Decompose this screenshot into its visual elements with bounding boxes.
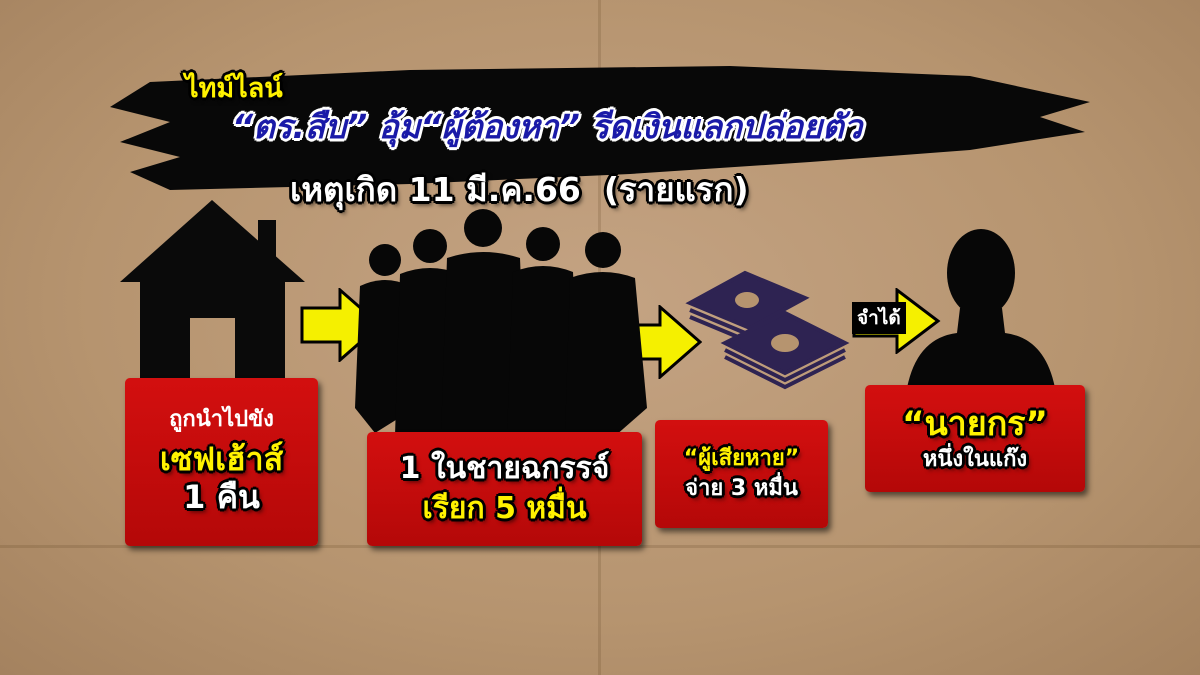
step-highlight: เรียก 5 หมื่น bbox=[422, 491, 587, 526]
step-box-payment: “ผู้เสียหาย” จ่าย 3 หมื่น bbox=[655, 420, 828, 528]
step-highlight: เซฟเฮ้าส์ bbox=[159, 439, 284, 478]
step-text: 1 ในชายฉกรรจ์ bbox=[399, 451, 610, 486]
paper-crease bbox=[0, 545, 1200, 548]
group-silhouette-icon bbox=[355, 209, 647, 436]
event-date: เหตุเกิด 11 มี.ค.66 (รายแรก) bbox=[290, 170, 749, 209]
step-text: จ่าย 3 หมื่น bbox=[685, 476, 798, 501]
person-silhouette-icon bbox=[907, 229, 1055, 388]
recognized-label: จำได้ bbox=[852, 302, 906, 334]
money-stack-icon bbox=[685, 270, 850, 390]
step-text: หนึ่งในแก๊ง bbox=[922, 446, 1028, 472]
timeline-kicker: ไทม์ไลน์ bbox=[185, 73, 283, 104]
step-highlight: “นายกร” bbox=[902, 403, 1048, 444]
brush-stroke-banner bbox=[110, 66, 1090, 190]
headline-title: “ตร.สืบ” อุ้ม“ผู้ต้องหา” รีดเงินแลกปล่อย… bbox=[232, 107, 863, 146]
step-box-demand: 1 ในชายฉกรรจ์ เรียก 5 หมื่น bbox=[367, 432, 642, 546]
house-icon bbox=[120, 200, 305, 378]
step-text: ถูกนำไปขัง bbox=[169, 407, 274, 433]
step-text: 1 คืน bbox=[183, 478, 260, 517]
step-box-suspect: “นายกร” หนึ่งในแก๊ง bbox=[865, 385, 1085, 492]
step-box-safehouse: ถูกนำไปขัง เซฟเฮ้าส์ 1 คืน bbox=[125, 378, 318, 546]
step-highlight: “ผู้เสียหาย” bbox=[683, 445, 800, 471]
